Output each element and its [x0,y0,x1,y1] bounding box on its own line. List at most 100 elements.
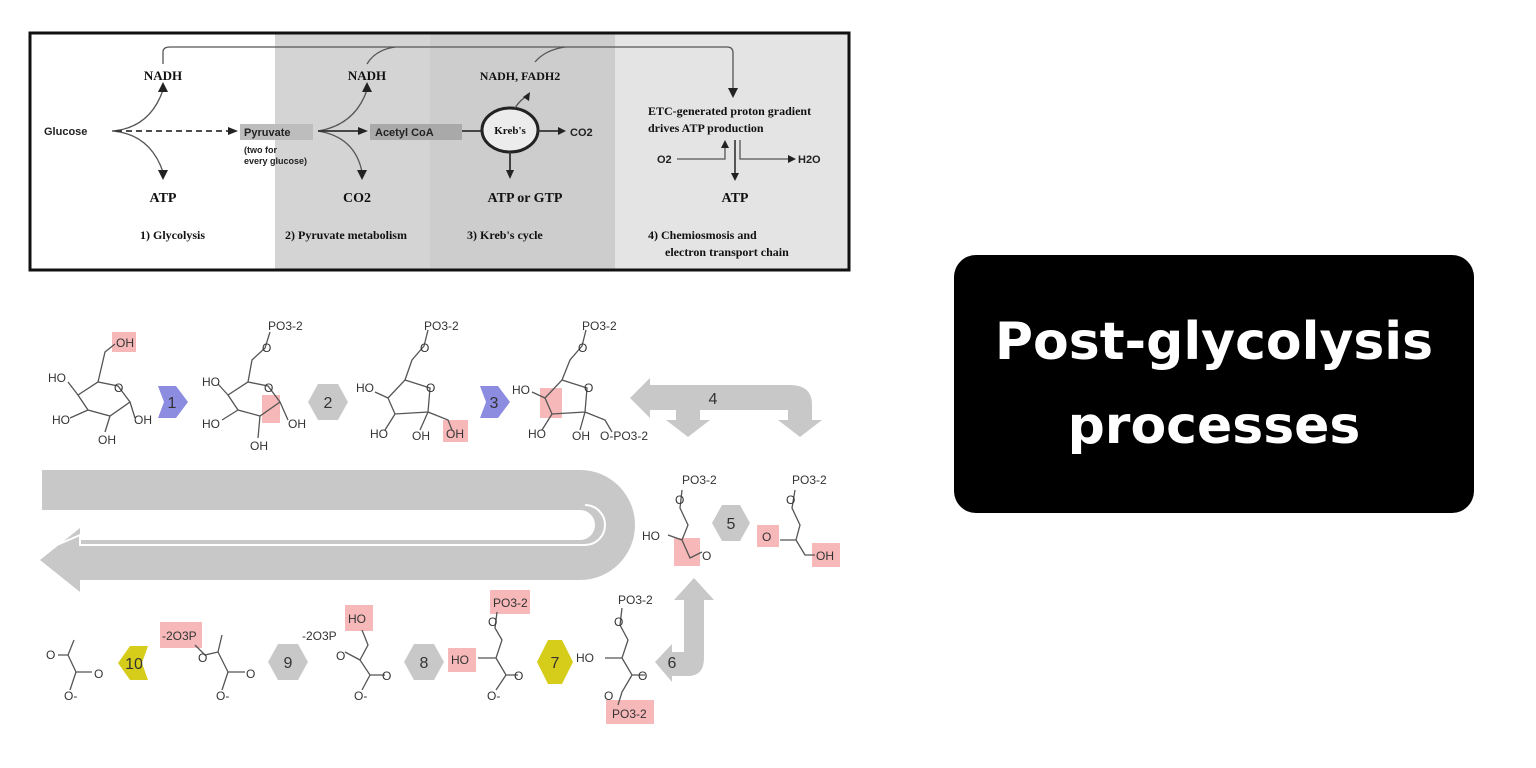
acetyl-coa-label: Acetyl CoA [375,127,434,139]
svg-text:O: O [786,493,795,507]
svg-text:O: O [382,669,391,683]
svg-text:O: O [94,667,103,681]
svg-text:HO: HO [512,383,530,397]
pyruvate-box [240,124,313,140]
svg-text:PO3-2: PO3-2 [612,707,647,721]
stage-1-label: 1) Glycolysis [140,228,205,242]
step-2-label: 2 [324,395,333,412]
step-9-label: 9 [284,655,293,672]
step-2-arrow [308,384,348,420]
svg-text:O-: O- [487,689,500,703]
molecule-3-phosphoglycerate: PO3-2 O HO O O- [451,596,528,703]
svg-text:O: O [114,381,123,395]
svg-text:O-PO3-2: O-PO3-2 [600,429,648,443]
stage-2-label: 2) Pyruvate metabolism [285,228,407,242]
step-3-label: 3 [490,395,499,412]
o2-label: O2 [657,154,672,166]
co2-label: CO2 [343,191,371,206]
etc-text: ETC-generated proton gradient [648,104,811,118]
step-3-arrow [480,386,510,418]
svg-text:OH: OH [98,433,116,447]
svg-text:HO: HO [576,651,594,665]
svg-text:O: O [336,649,345,663]
pyruvate-note: every glucose) [244,156,307,166]
svg-text:HO: HO [202,417,220,431]
atp-gtp-label: ATP or GTP [488,191,563,206]
step-8-arrow [404,644,444,680]
nadh-fadh2-label: NADH, FADH2 [480,69,560,83]
svg-text:O: O [762,530,771,544]
svg-text:O: O [584,381,593,395]
title-banner: Post-glycolysis processes [954,255,1474,513]
svg-text:HO: HO [348,612,366,626]
svg-text:O: O [514,669,523,683]
step-7-arrow [537,640,573,684]
svg-text:HO: HO [202,375,220,389]
step-4-arrow [630,378,822,437]
stage-4-background [615,33,849,270]
svg-text:PO3-2: PO3-2 [268,319,303,333]
svg-text:HO: HO [528,427,546,441]
svg-text:O: O [702,549,711,563]
svg-text:OH: OH [134,413,152,427]
stage-3-label: 3) Kreb's cycle [467,228,543,242]
svg-text:O: O [46,648,55,662]
svg-text:O: O [426,381,435,395]
atp-label: ATP [722,191,749,206]
svg-text:O-: O- [354,689,367,703]
glucose-label: Glucose [44,126,87,138]
svg-text:O: O [420,341,429,355]
svg-text:O: O [675,493,684,507]
svg-text:O: O [604,689,613,703]
svg-text:-2O3P: -2O3P [162,629,197,643]
svg-text:PO3-2: PO3-2 [424,319,459,333]
step-9-arrow [268,644,308,680]
svg-text:PO3-2: PO3-2 [493,596,528,610]
pyruvate-label: Pyruvate [244,127,290,139]
svg-text:PO3-2: PO3-2 [582,319,617,333]
svg-text:PO3-2: PO3-2 [618,593,653,607]
svg-text:O: O [488,615,497,629]
title-line-2: processes [1067,396,1361,456]
svg-text:O: O [614,615,623,629]
atp-label: ATP [150,191,177,206]
svg-text:OH: OH [446,427,464,441]
nadh-to-etc-line [162,46,734,92]
pyruvate-note: (two for [244,145,277,155]
svg-text:HO: HO [370,427,388,441]
respiration-overview: NADH Glucose Pyruvate (two for every glu… [28,31,851,272]
step-10-label: 10 [125,656,143,673]
svg-text:O: O [246,667,255,681]
molecule-2-phosphoglycerate: HO -2O3P O O O- [302,612,391,703]
krebs-label: Kreb's [494,125,526,137]
svg-text:OH: OH [288,417,306,431]
svg-text:PO3-2: PO3-2 [792,473,827,487]
step-7-label: 7 [551,655,560,672]
svg-text:OH: OH [116,336,134,350]
acetyl-coa-box [370,124,462,140]
molecule-1-3-bisphosphoglycerate: PO3-2 O HO O O PO3-2 [576,593,653,721]
molecule-glucose: OH HO HO O OH OH [48,336,152,447]
svg-text:OH: OH [412,429,430,443]
return-u-arrow [40,470,635,592]
h2o-label: H2O [798,154,821,166]
svg-text:HO: HO [48,371,66,385]
step-1-arrow [158,386,188,418]
svg-text:HO: HO [642,529,660,543]
stage-4-label: 4) Chemiosmosis and [648,228,757,242]
svg-text:O: O [264,381,273,395]
step-10-arrow [118,646,148,680]
step-1-label: 1 [168,395,177,412]
diagram-frame [28,31,851,272]
step-5-arrow [712,505,750,541]
stage-4-label: electron transport chain [665,245,789,259]
svg-text:OH: OH [572,429,590,443]
stage-2-background [275,33,430,270]
svg-text:HO: HO [356,381,374,395]
molecule-fructose-1-6-bisphosphate: PO3-2 O HO O HO OH O-PO3-2 [512,319,648,443]
nadh-label: NADH [144,68,182,83]
svg-text:O: O [578,341,587,355]
arrowhead [728,88,738,98]
molecule-dihydroxyacetone-phosphate: PO3-2 O O OH [762,473,834,563]
